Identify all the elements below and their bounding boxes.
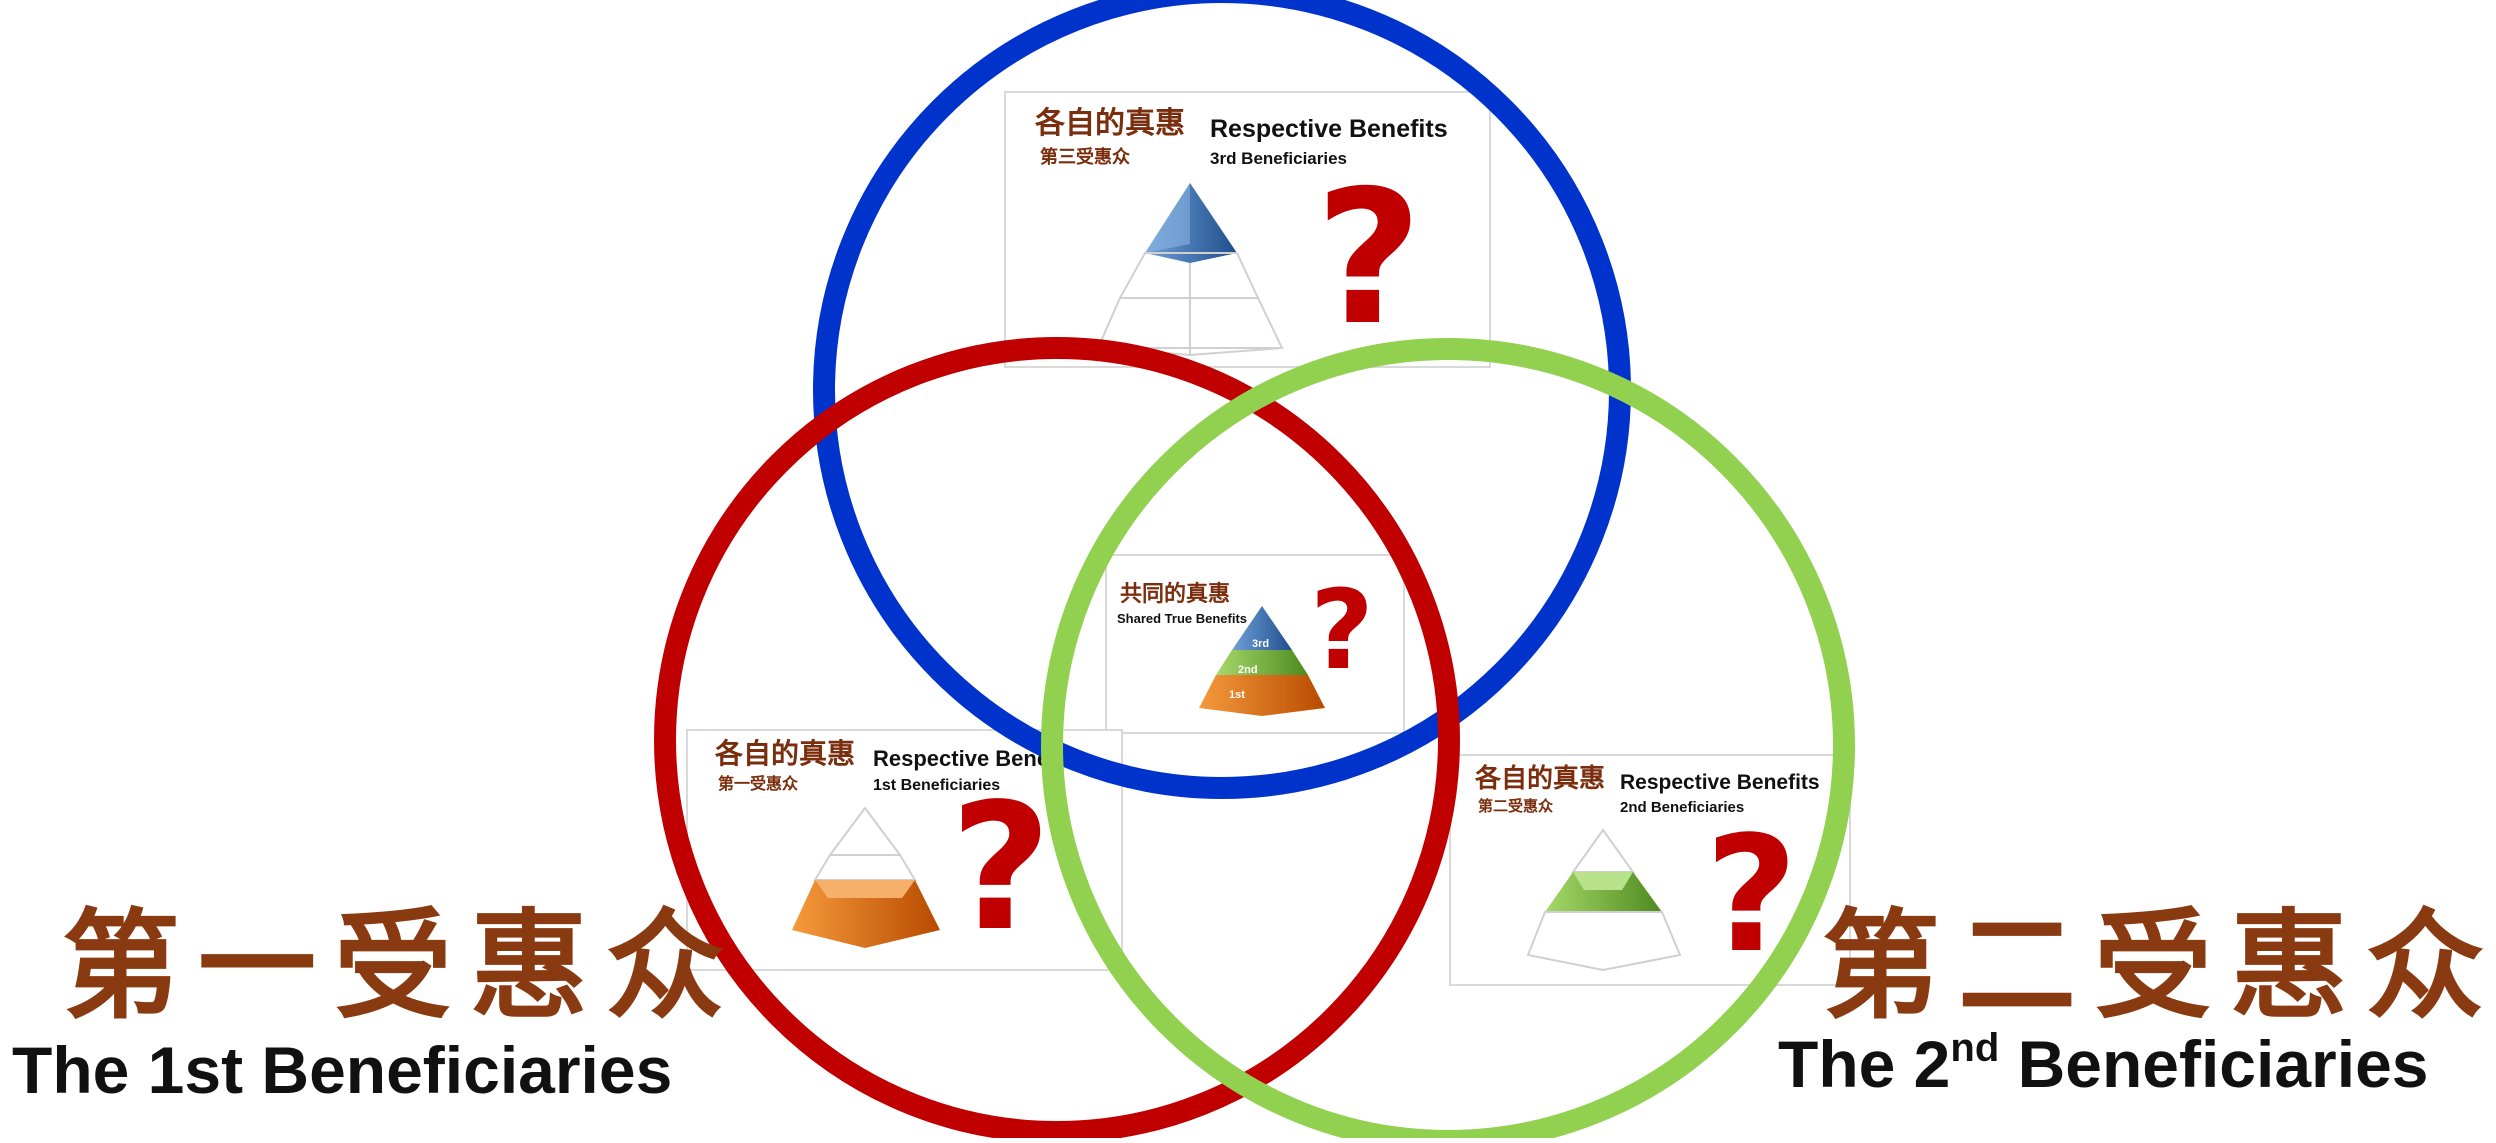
panel-subtitle-cn: 第三受惠众 [1040,146,1130,168]
panel-title-cn: 共同的真惠 [1120,581,1230,607]
tier-1st [1199,675,1325,716]
panel-subtitle-cn: 第一受惠众 [718,774,799,793]
second-beneficiaries-en-label: The 2nd Beneficiaries [1778,1026,2429,1102]
question-mark-icon: ? [1315,150,1422,366]
panel-subtitle-en: 3rd Beneficiaries [1210,149,1347,168]
pyramid-first-icon [792,806,940,948]
panel-subtitle-cn: 第二受惠众 [1478,797,1553,815]
panel-title-en: Respective Benefits [1210,115,1448,143]
tier-2nd-label: 2nd [1238,664,1258,676]
panel-title-cn: 各自的真惠 [1034,106,1185,141]
tier-3rd-label: 3rd [1252,638,1269,650]
pyramid-second-icon [1526,828,1682,972]
pyramid-third-icon [1096,183,1284,357]
tier-1st-label: 1st [1229,689,1245,701]
tier-3rd [1232,606,1292,650]
panel-title-en: Respective Bene [873,746,1049,771]
panel-title-en: Respective Benefits [1620,771,1820,794]
panel-frame [1004,91,1491,368]
question-mark-icon: ? [950,767,1052,970]
first-beneficiaries-circle [654,337,1460,1143]
label-superscript: nd [1950,1026,2000,1070]
panel-title-cn: 各自的真惠 [1474,763,1605,794]
question-mark-icon: ? [1310,566,1374,694]
panel-title-cn: 各自的真惠 [714,737,855,770]
first-beneficiaries-cn-label: 第一受惠众 [62,896,743,1035]
tier-2nd [1216,650,1308,675]
panel-subtitle-en: 1st Beneficiaries [873,777,1000,794]
label-suffix: Beneficiaries [1999,1027,2429,1101]
first-beneficiaries-en-label: The 1st Beneficiaries [12,1033,673,1107]
second-beneficiaries-cn-label: 第二受惠众 [1822,896,2496,1035]
pyramid-shared-icon: 3rd 2nd 1st [1199,606,1325,716]
label-prefix: The 2 [1778,1027,1951,1101]
panel-subtitle-en: 2nd Beneficiaries [1620,799,1744,816]
panel-shared-benefits: 共同的真惠 Shared True Benefits 3rd 2nd 1st ? [1105,554,1405,734]
panel-third-beneficiaries: 各自的真惠 Respective Benefits 第三受惠众 3rd Bene… [1004,91,1491,368]
panel-title-en: Shared True Benefits [1117,611,1247,626]
